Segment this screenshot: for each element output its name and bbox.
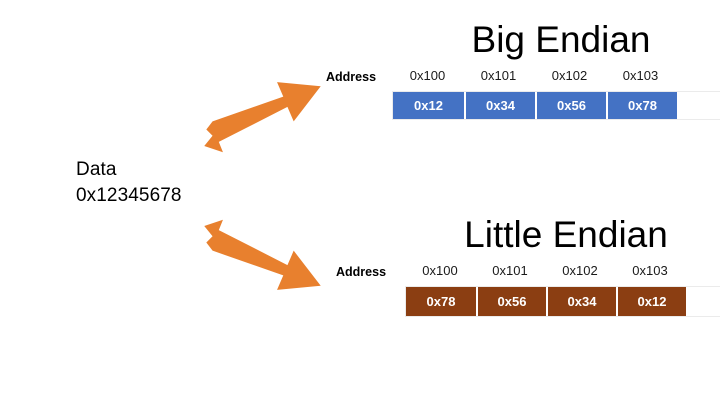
byte-cell: 0x56: [476, 287, 546, 316]
little-endian-address-row: Address 0x100 0x101 0x102 0x103: [336, 263, 720, 283]
arrow-to-big-endian-icon: [204, 82, 321, 153]
big-endian-address-row: Address 0x100 0x101 0x102 0x103: [326, 68, 720, 88]
big-endian-address-cells: 0x100 0x101 0x102 0x103: [392, 68, 676, 83]
address-cell: 0x101: [480, 68, 517, 83]
address-cell: 0x102: [562, 263, 598, 278]
little-endian-group: Little Endian Address 0x100 0x101 0x102 …: [336, 213, 720, 317]
byte-cell: 0x12: [393, 92, 464, 119]
big-endian-byte-table: 0x12 0x34 0x56 0x78: [392, 91, 720, 120]
little-endian-address-label: Address: [336, 265, 387, 279]
source-data-value: 0x12345678: [76, 185, 182, 206]
source-data-label: Data: [76, 159, 117, 180]
big-endian-group: Big Endian Address 0x100 0x101 0x102 0x1…: [326, 18, 720, 120]
address-cell: 0x100: [409, 68, 446, 83]
byte-cell: 0x78: [406, 287, 476, 316]
byte-cell: 0x34: [464, 92, 535, 119]
big-endian-title: Big Endian: [471, 19, 651, 60]
little-endian-title: Little Endian: [464, 214, 668, 255]
byte-cell: 0x12: [616, 287, 686, 316]
byte-cell: 0x56: [535, 92, 606, 119]
address-cell: 0x103: [632, 263, 668, 278]
byte-cell: 0x34: [546, 287, 616, 316]
little-endian-address-cells: 0x100 0x101 0x102 0x103: [405, 263, 685, 278]
address-cell: 0x103: [622, 68, 659, 83]
address-cell: 0x100: [422, 263, 458, 278]
address-cell: 0x101: [492, 263, 528, 278]
arrow-to-little-endian-icon: [204, 219, 321, 290]
source-data-block: Data 0x12345678: [76, 157, 182, 209]
byte-cell: 0x78: [606, 92, 677, 119]
address-cell: 0x102: [551, 68, 588, 83]
big-endian-address-label: Address: [326, 70, 377, 84]
little-endian-byte-table: 0x78 0x56 0x34 0x12: [405, 286, 720, 317]
